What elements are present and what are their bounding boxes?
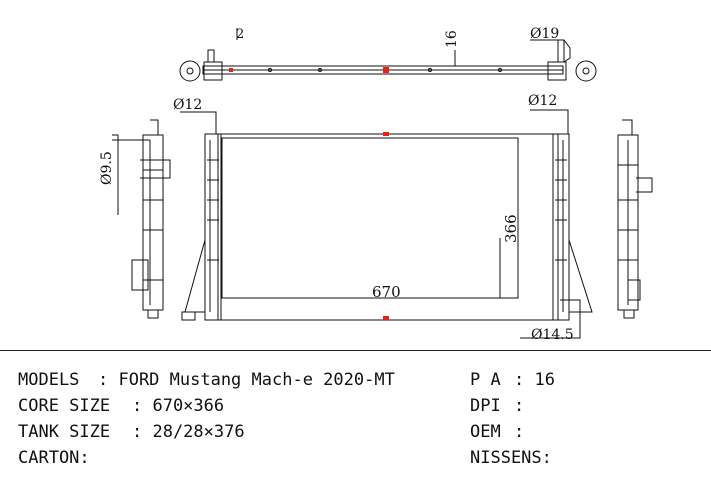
oem-label: OEM (470, 422, 501, 442)
tank-size-value: : 28/28×376 (132, 422, 245, 442)
dim-right-tube: Ø12 (528, 93, 557, 109)
dim-top-right: Ø19 (530, 26, 559, 42)
oem-value: : (514, 422, 525, 442)
dim-height: 366 (502, 214, 520, 243)
carton-label: CARTON: (18, 448, 90, 468)
right-side-view (617, 119, 653, 319)
dim-left-tube: Ø12 (173, 97, 202, 113)
dim-width: 670 (372, 283, 401, 301)
models-label: MODELS (18, 370, 80, 390)
dim-bottom-tube: Ø14.5 (531, 327, 574, 343)
pa-value: : 16 (514, 370, 555, 390)
pa-label: P A (470, 370, 501, 390)
nissens-label: NISSENS: (470, 448, 552, 468)
core-size-value: : 670×366 (132, 396, 225, 416)
dim-top-center: 16 (444, 30, 460, 48)
radiator-technical-drawing: 2 16 Ø19 Ø12 Ø12 Ø9.5 366 670 Ø14.5 (99, 26, 653, 343)
dim-top-left-mark: 2 (236, 27, 244, 42)
front-view (180, 109, 593, 339)
top-view (179, 28, 597, 82)
models-value: : FORD Mustang Mach-e 2020-MT (98, 370, 395, 390)
core-size-label: CORE SIZE (18, 396, 111, 416)
left-side-view (112, 119, 171, 319)
dim-side-tube: Ø9.5 (99, 151, 115, 185)
tank-size-label: TANK SIZE (18, 422, 111, 442)
dpi-value: : (514, 396, 525, 416)
dpi-label: DPI (470, 396, 501, 416)
section-divider (0, 350, 711, 351)
